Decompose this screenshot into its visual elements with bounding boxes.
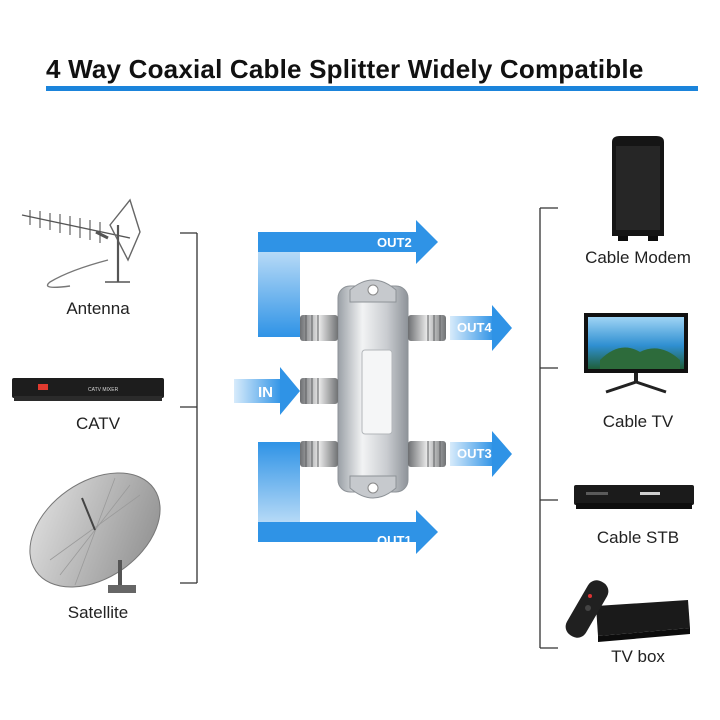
satellite-label: Satellite — [67, 603, 129, 622]
tvbox-image — [565, 580, 690, 642]
arrow-in — [234, 367, 300, 415]
antenna-label: Antenna — [66, 299, 130, 318]
out4-label: OUT4 — [457, 320, 492, 335]
out1-label: OUT1 — [377, 533, 412, 548]
modem-image — [612, 136, 664, 241]
arrow-out4 — [450, 305, 512, 351]
stb-image — [574, 485, 694, 509]
out2-label: OUT2 — [377, 235, 412, 250]
satellite-image — [29, 472, 161, 593]
out3-label: OUT3 — [457, 446, 492, 461]
catv-image: CATV MIXER — [12, 378, 164, 401]
in-label: IN — [258, 384, 273, 401]
arrow-out3 — [450, 431, 512, 477]
antenna-image — [21, 198, 141, 289]
stb-label: Cable STB — [596, 528, 680, 547]
arrow-out1 — [258, 442, 438, 554]
catv-label: CATV — [75, 414, 121, 433]
title-underline — [46, 86, 698, 91]
device-bracket — [539, 207, 558, 649]
page-title: 4 Way Coaxial Cable Splitter Widely Comp… — [46, 54, 644, 84]
arrow-out2 — [258, 220, 438, 337]
tv-label: Cable TV — [602, 412, 674, 431]
modem-label: Cable Modem — [585, 248, 691, 267]
splitter-image — [300, 279, 446, 499]
tvbox-label: TV box — [611, 647, 665, 666]
tv-image — [584, 313, 688, 394]
source-bracket — [180, 232, 198, 584]
svg-text:CATV MIXER: CATV MIXER — [88, 387, 119, 393]
